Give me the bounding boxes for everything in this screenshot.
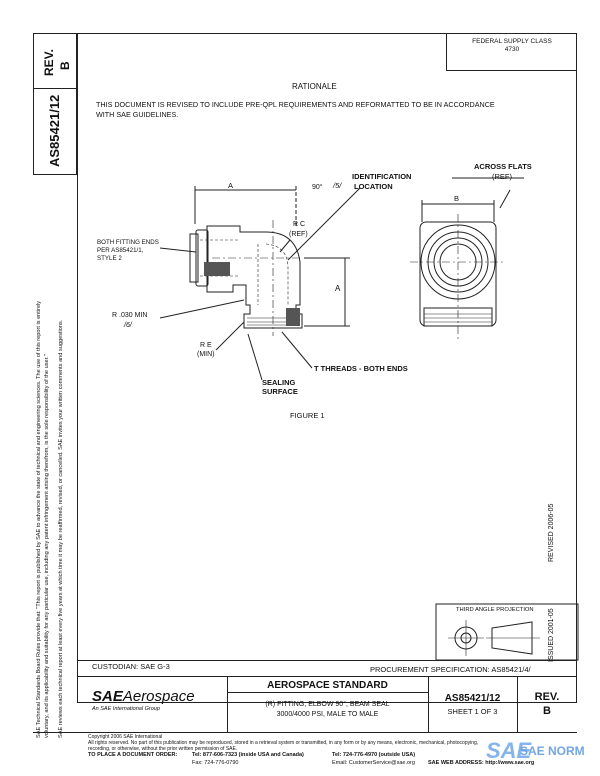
email: Email: CustomerService@sae.org bbox=[332, 760, 415, 766]
rights-line-1: All rights reserved. No part of this pub… bbox=[88, 740, 479, 746]
across-flats-ref: (REF) bbox=[492, 172, 512, 181]
titleblock-div-3 bbox=[517, 676, 518, 732]
radius-030-label: R .030 MIN bbox=[112, 312, 148, 319]
t-threads-label: T THREADS - BOTH ENDS bbox=[314, 364, 408, 373]
logo-aerospace: Aerospace bbox=[122, 688, 195, 705]
fax: Fax: 724-776-0790 bbox=[192, 760, 239, 766]
fsc-value: 4730 bbox=[504, 46, 520, 53]
watermark-norm: SAE NORM bbox=[520, 744, 585, 758]
rationale-text-2: WITH SAE GUIDELINES. bbox=[96, 110, 179, 119]
rev-label: REV. bbox=[534, 691, 560, 703]
radius-c-ref: (REF) bbox=[289, 231, 308, 238]
titleblock-div-1 bbox=[227, 676, 228, 732]
doc-number: AS85421/12 bbox=[444, 693, 501, 704]
procurement-label: PROCUREMENT SPECIFICATION: AS85421/4/ bbox=[370, 665, 531, 674]
watermark-sae: SAE bbox=[486, 738, 532, 763]
web-address: SAE WEB ADDRESS: http://www.sae.org bbox=[428, 760, 535, 766]
custodian-top-rule bbox=[77, 660, 577, 661]
rev-value: B bbox=[543, 705, 551, 717]
radius-030-note: /6/ bbox=[124, 322, 132, 329]
titleblock-bottom-rule bbox=[33, 732, 577, 733]
left-rev-box: REV. B bbox=[33, 33, 77, 89]
across-flats-label: ACROSS FLATS bbox=[474, 162, 532, 171]
sheet-number: SHEET 1 OF 3 bbox=[447, 707, 498, 716]
radius-c-label: R C bbox=[293, 221, 306, 228]
issued-date: ISSUED 2001-05 bbox=[548, 608, 555, 662]
rationale-text-1: THIS DOCUMENT IS REVISED TO INCLUDE PRE-… bbox=[96, 100, 495, 109]
rights-line-2: recording, or otherwise, without the pri… bbox=[88, 746, 238, 752]
std-title-rule bbox=[227, 692, 428, 693]
fitting-desc-1: (R) FITTING, ELBOW 90°, BEAM SEAL bbox=[265, 701, 390, 708]
both-fitting-ends-2: PER AS85421/1, bbox=[97, 247, 144, 254]
copyright: Copyright 2006 SAE International bbox=[88, 734, 163, 740]
dim-a-side: A bbox=[335, 284, 341, 293]
logo-sae: SAE bbox=[92, 688, 123, 705]
sealing-label: SEALING bbox=[262, 378, 296, 387]
titleblock-div-2 bbox=[428, 676, 429, 732]
revised-date: REVISED 2006-05 bbox=[548, 503, 555, 562]
drawing-frame bbox=[77, 33, 577, 703]
order-label: TO PLACE A DOCUMENT ORDER: bbox=[88, 752, 178, 758]
surface-label: SURFACE bbox=[262, 387, 298, 396]
titleblock-top-rule bbox=[77, 676, 577, 677]
note-5-top: /5/ bbox=[333, 181, 342, 190]
both-fitting-ends-1: BOTH FITTING ENDS bbox=[97, 239, 159, 246]
location-label: LOCATION bbox=[354, 182, 393, 191]
third-angle-projection-label: THIRD ANGLE PROJECTION bbox=[456, 607, 534, 613]
figure-caption: FIGURE 1 bbox=[290, 411, 325, 420]
angle-90: 90° bbox=[312, 184, 323, 191]
logo-subtitle: An SAE International Group bbox=[92, 706, 160, 712]
custodian-label: CUSTODIAN: SAE G-3 bbox=[92, 662, 170, 671]
dim-a-top: A bbox=[228, 181, 234, 190]
fsc-label: FEDERAL SUPPLY CLASS bbox=[472, 38, 552, 45]
fsc-box: FEDERAL SUPPLY CLASS 4730 bbox=[446, 33, 577, 71]
tel-outside: Tel: 724-776-4970 (outside USA) bbox=[332, 752, 416, 758]
fitting-desc-2: 3000/4000 PSI, MALE TO MALE bbox=[276, 711, 379, 718]
rationale-title: RATIONALE bbox=[292, 82, 337, 91]
radius-e-label: R E bbox=[200, 342, 212, 349]
left-docnum-box: AS85421/12 bbox=[33, 89, 77, 175]
dim-b-label: B bbox=[454, 194, 460, 203]
standard-title: AEROSPACE STANDARD bbox=[267, 680, 388, 691]
both-fitting-ends-3: STYLE 2 bbox=[97, 255, 122, 262]
sae-aerospace-logo: SAEAerospace bbox=[92, 688, 195, 706]
tel-inside: Tel: 877-606-7323 (inside USA and Canada… bbox=[192, 752, 304, 758]
radius-e-min: (MIN) bbox=[197, 351, 215, 358]
identification-label: IDENTIFICATION bbox=[352, 172, 412, 181]
